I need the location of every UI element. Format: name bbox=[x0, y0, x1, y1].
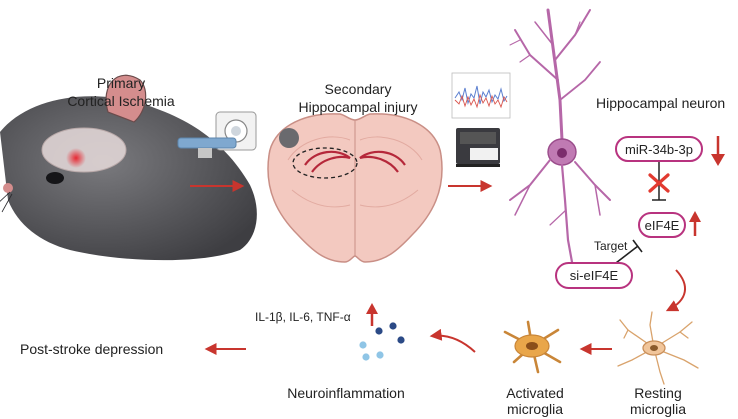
red-x-icon bbox=[648, 173, 670, 193]
eif4e-pill bbox=[638, 212, 686, 238]
up-arrow-icon bbox=[366, 303, 378, 326]
mirna-pill bbox=[615, 136, 703, 162]
resting-microglia-illustration bbox=[617, 311, 699, 385]
target-label: Target bbox=[594, 239, 628, 253]
cytokines-label: IL-1β, IL-6, TNF-α bbox=[255, 310, 351, 324]
activated-label-line1: Activated bbox=[506, 385, 564, 401]
sequencing-machine-icon bbox=[456, 128, 500, 167]
mri-scanner-icon bbox=[177, 111, 257, 158]
cytokine-dots bbox=[359, 322, 405, 361]
down-arrow-icon bbox=[711, 136, 725, 166]
brain-section bbox=[267, 113, 443, 263]
eif4e-label: eIF4E bbox=[645, 218, 680, 233]
hippocampal-region-outline bbox=[292, 147, 358, 179]
si-eif4e-label: si-eIF4E bbox=[570, 268, 619, 283]
ischemic-lesion bbox=[279, 128, 299, 148]
neuroinflammation-label: Neuroinflammation bbox=[287, 385, 405, 401]
arrow-activated-to-cytokines bbox=[429, 328, 476, 353]
resting-label-line1: Resting bbox=[634, 385, 681, 401]
secondary-label-line1: Secondary bbox=[325, 81, 392, 97]
up-arrow-icon bbox=[689, 211, 701, 236]
mirna-label: miR-34b-3p bbox=[625, 142, 693, 157]
post-stroke-label: Post-stroke depression bbox=[20, 341, 163, 357]
hippocampus-left bbox=[304, 150, 351, 173]
secondary-label-line2: Hippocampal injury bbox=[298, 99, 417, 115]
mouse-eye bbox=[46, 172, 64, 184]
hippocampus-right bbox=[359, 150, 406, 173]
si-eif4e-pill bbox=[555, 262, 633, 289]
mouse-nose bbox=[3, 183, 13, 193]
hippocampal-neuron-label: Hippocampal neuron bbox=[596, 95, 725, 111]
ischemia-spot bbox=[66, 148, 86, 168]
primary-label-line2: Cortical Ischemia bbox=[67, 93, 175, 109]
sequencing-plot-icon bbox=[451, 72, 511, 119]
hippocampal-neuron-illustration bbox=[509, 8, 611, 264]
resting-label-line2: microglia bbox=[630, 401, 686, 417]
mouse-illustration bbox=[0, 74, 257, 261]
primary-label-line1: Primary bbox=[97, 75, 145, 91]
mouse-ear bbox=[105, 74, 147, 123]
arrow-neuron-to-resting bbox=[665, 269, 686, 312]
mouse-brain bbox=[41, 127, 127, 173]
activated-microglia-illustration bbox=[503, 320, 562, 374]
activated-label-line2: microglia bbox=[507, 401, 563, 417]
